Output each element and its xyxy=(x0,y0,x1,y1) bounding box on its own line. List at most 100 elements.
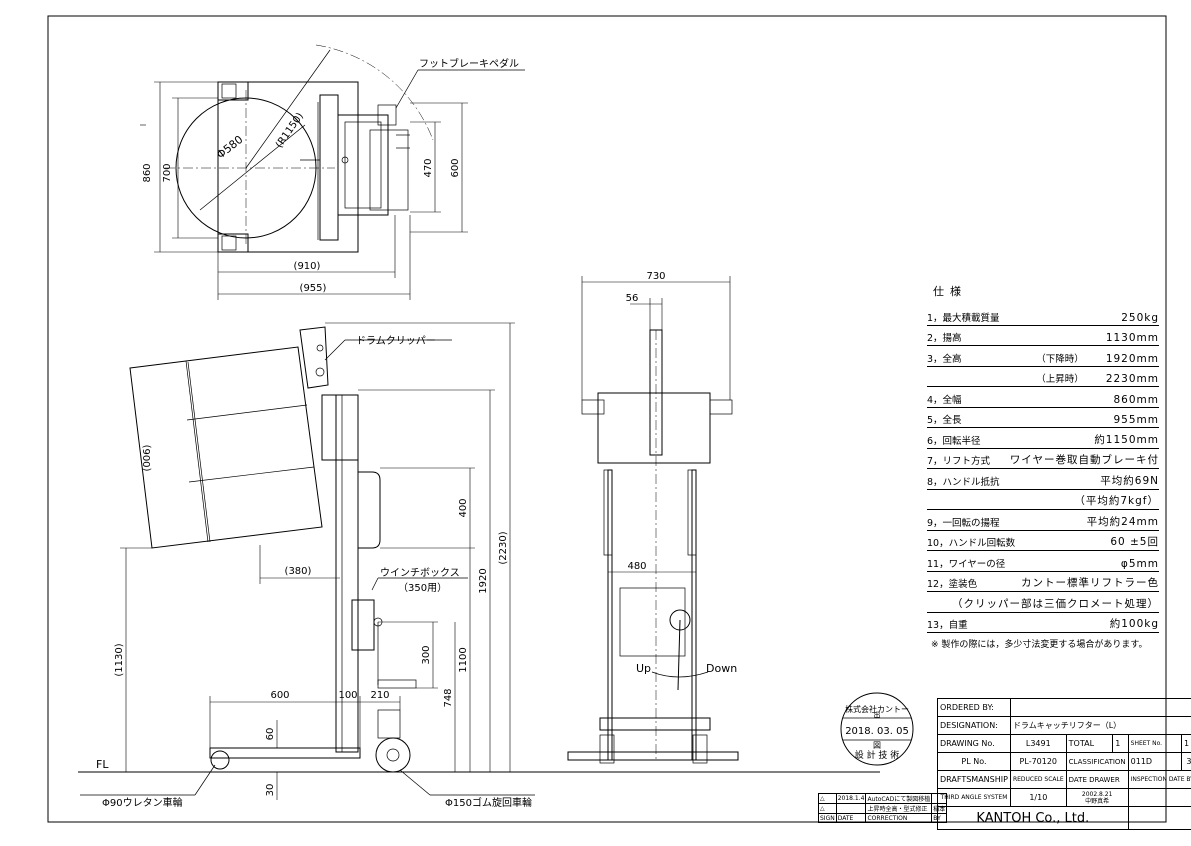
dim-400: 400 xyxy=(458,498,469,517)
front-frame-top xyxy=(597,392,711,464)
dim-730: 730 xyxy=(646,271,665,282)
spec-key: 1，最大積載質量 xyxy=(927,312,1000,324)
dim-900: (006) xyxy=(142,444,153,471)
up-label: Up xyxy=(636,662,651,675)
rev-header-date: DATE xyxy=(835,813,867,823)
spec-value: （クリッパー部は三価クロメート処理） xyxy=(952,597,1159,610)
spec-key: 4，全幅 xyxy=(927,394,962,406)
spec-value: 860mm xyxy=(1113,393,1159,406)
rear-caster xyxy=(375,737,411,773)
spec-value: 平均約69N xyxy=(1100,474,1159,487)
classification-value: 011D xyxy=(1127,752,1183,771)
spec-value: （平均約7kgf） xyxy=(1074,495,1159,507)
spec-key: 2，揚高 xyxy=(927,333,962,344)
dim-56: 56 xyxy=(626,293,639,304)
spec-value: 約1150mm xyxy=(1094,433,1159,446)
spec-row: 10，ハンドル回転数 60 ±5回 xyxy=(927,531,1159,551)
revision-by xyxy=(931,793,948,804)
stamp-date: 2018. 03. 05 xyxy=(845,726,909,737)
dim-480: 480 xyxy=(627,561,646,572)
stamp-bottom: 設 計 技 術 xyxy=(855,749,900,761)
designation-value: ドラムキャッチリフター（L） xyxy=(1009,716,1191,735)
front-wheel xyxy=(210,750,230,770)
spec-row: （平均約7kgf） xyxy=(927,490,1159,510)
winch-box xyxy=(351,599,375,651)
spec-row: 7，リフト方式ワイヤー巻取自動ブレーキ付 xyxy=(927,449,1159,469)
revision-sign: △ xyxy=(818,803,837,814)
foot-brake-label: フットブレーキペダル xyxy=(419,57,519,70)
rev-header-by: BY xyxy=(931,813,948,823)
dim-300: 300 xyxy=(421,645,432,664)
draftsmanship-label: DRAFTSMANSHIP xyxy=(937,770,1011,789)
dim-60: 60 xyxy=(265,728,276,741)
side-view: ドラムクリッパー ウインチボックス （350用） (006) (380) 400… xyxy=(78,124,880,809)
dim-30: 30 xyxy=(265,784,276,797)
spec-key: 10，ハンドル回転数 xyxy=(927,538,1016,549)
spec-row: 3，全高（下降時）1920mm xyxy=(927,346,1159,367)
drawing-no-value: L3491 xyxy=(1009,734,1067,753)
date-drawer-label: DATE DRAWER xyxy=(1065,770,1129,789)
winch-box-label: ウインチボックス xyxy=(380,567,460,579)
spec-row: 8，ハンドル抵抗 平均約69N xyxy=(927,469,1159,490)
revision-by: 稲本 xyxy=(931,803,948,814)
spec-value: φ5mm xyxy=(1120,557,1159,570)
date-value: 2002.8.21 xyxy=(1081,790,1113,798)
designation-label: DESIGNATION: xyxy=(937,716,1011,735)
dim-580: Φ580 xyxy=(214,133,245,162)
spec-row: （上昇時）2230mm xyxy=(927,367,1159,387)
spec-mid: （下降時） xyxy=(1036,353,1084,365)
spec-value: 平均約24mm xyxy=(1086,515,1159,528)
spec-value: 1920mm xyxy=(1105,352,1159,365)
drum-clipper-label: ドラムクリッパー xyxy=(356,335,436,347)
base-leg xyxy=(209,747,361,759)
title-block: ORDERED BY: DESIGNATION: ドラムキャッチリフター（L） … xyxy=(937,698,1191,830)
spec-value: 60 ±5回 xyxy=(1110,536,1159,548)
spec-row: 9，一回転の揚程平均約24mm xyxy=(927,510,1159,531)
dim-470: 470 xyxy=(423,158,434,177)
base-frame xyxy=(217,81,359,253)
spec-row: 4，全幅 860mm xyxy=(927,387,1159,408)
pl-no-label: PL No. xyxy=(937,752,1011,771)
scale-value: 1/10 xyxy=(1009,788,1067,807)
dim-860: 860 xyxy=(142,163,153,182)
sheet-label: SHEET No. xyxy=(1127,734,1183,753)
reduced-scale-label: REDUCED SCALE xyxy=(1009,770,1067,789)
spec-key: 5，全長 xyxy=(927,415,962,426)
dim-600-side: 600 xyxy=(270,690,289,701)
total-value: 1 xyxy=(1112,734,1129,753)
ordered-by-label: ORDERED BY: xyxy=(937,698,1011,717)
spec-key: 7，リフト方式 xyxy=(927,456,991,467)
spec-key: 8，ハンドル抵抗 xyxy=(927,476,1000,488)
spec-row: 6，回転半径約1150mm xyxy=(927,428,1159,449)
spec-value: 2230mm xyxy=(1105,373,1159,385)
revision-row: △上昇時全高・型式修正稲本 xyxy=(818,803,948,814)
dim-1920: 1920 xyxy=(478,568,489,593)
front-base xyxy=(567,751,739,761)
dim-748: 748 xyxy=(443,688,454,707)
spec-title: 仕様 xyxy=(933,285,967,298)
approval-stamp: 株式会社カントー 出 2018. 03. 05 図 設 計 技 術 xyxy=(840,692,914,766)
down-label: Down xyxy=(706,662,737,675)
spec-value: 約100kg xyxy=(1109,618,1159,630)
handle xyxy=(358,471,381,549)
revision-sign: △ xyxy=(818,793,837,804)
revision-correction: AutoCADにて製図移植 xyxy=(865,793,933,804)
sheet-border xyxy=(47,15,1167,823)
drawer-value: 中野真希 xyxy=(1085,797,1110,805)
spec-key: 11，ワイヤーの径 xyxy=(927,558,1006,570)
winch-box-sub-label: （350用） xyxy=(398,582,447,594)
spec-row: 13，自重約100kg xyxy=(927,613,1159,633)
dim-910: (910) xyxy=(294,261,321,272)
spec-row: （クリッパー部は三価クロメート処理） xyxy=(927,592,1159,613)
pl-no-value: PL-70120 xyxy=(1009,752,1067,771)
spec-key: 12，塗装色 xyxy=(927,579,978,590)
dim-1130: (1130) xyxy=(114,643,125,676)
spec-row: 12，塗装色カントー標準リフトラー色 xyxy=(927,572,1159,592)
